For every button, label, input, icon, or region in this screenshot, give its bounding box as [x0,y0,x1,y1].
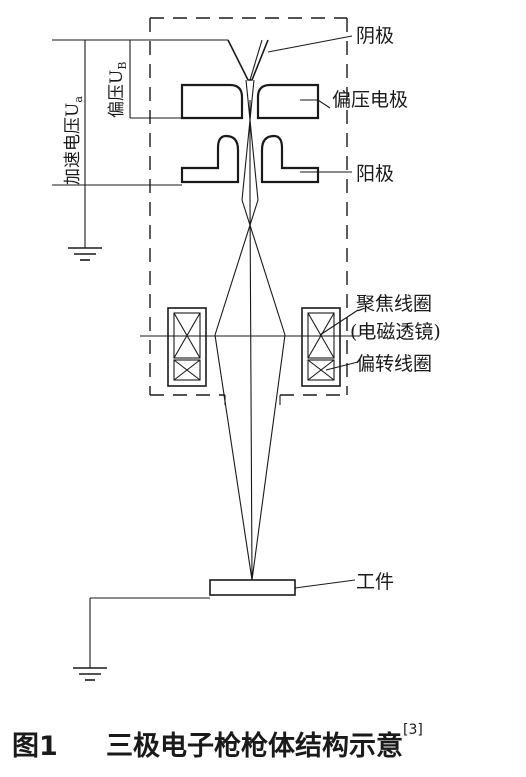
electron-beam [214,79,286,581]
workpiece-label: 工件 [356,571,394,593]
figure-number: 图1 [12,731,58,762]
figure-caption: 图1 三极电子枪枪体结构示意[3] [0,718,526,768]
anode-label: 阳极 [356,163,394,185]
cathode-label: 阴极 [356,25,394,47]
electron-gun-diagram: 加速电压Ua 偏压UB 阴极 偏压电极 阳极 聚焦线圈 (电磁透镜) 偏转线圈 … [52,17,441,681]
reference-marker: [3] [403,722,423,738]
leader-lines [267,35,359,589]
anode [180,134,320,184]
deflection-coil-label: 偏转线圈 [356,353,432,375]
focus-coil-right [301,307,341,387]
accel-voltage-label: 加速电压Ua [63,96,85,185]
workpiece [209,579,296,596]
cathode [227,39,269,81]
bias-electrode [180,83,320,120]
voltage-circuit [52,39,228,681]
electromagnetic-lens-label: (电磁透镜) [350,321,441,343]
caption-text: 三极电子枪枪体结构示意[3] [106,722,423,762]
bias-electrode-label: 偏压电极 [332,89,408,111]
gun-housing [149,17,348,405]
focus-coil-label: 聚焦线圈 [356,293,432,315]
focus-coil-left [167,307,207,387]
bias-voltage-label: 偏压UB [107,62,129,118]
